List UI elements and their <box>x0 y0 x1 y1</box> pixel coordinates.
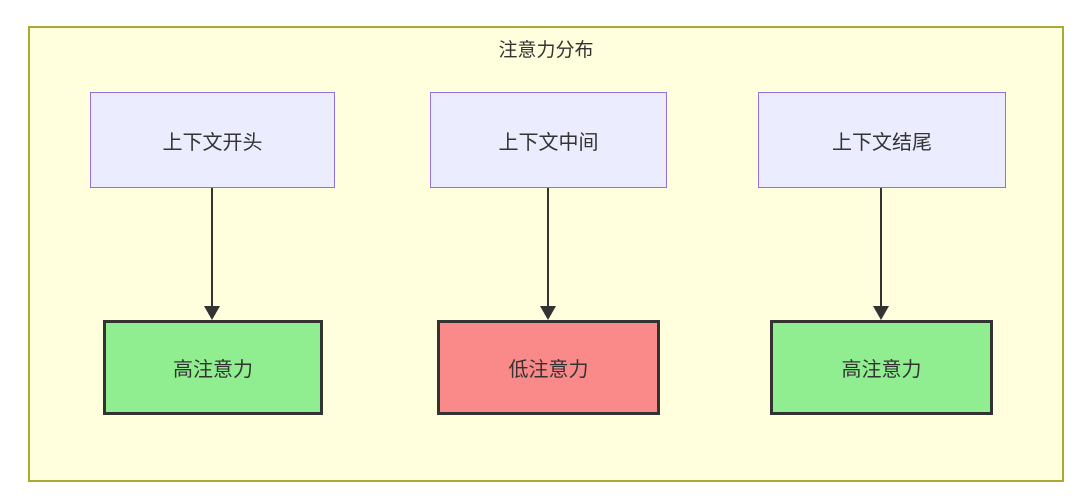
node-context-end: 上下文结尾 <box>758 92 1006 188</box>
arrowhead-middle-to-low <box>540 306 556 320</box>
node-context-start-label: 上下文开头 <box>162 131 263 154</box>
cluster-title: 注意力分布 <box>498 40 594 61</box>
node-high-attention-1: 高注意力 <box>103 320 323 415</box>
node-context-middle: 上下文中间 <box>430 92 667 188</box>
node-high-attention-1-label: 高注意力 <box>173 359 253 381</box>
node-context-end-label: 上下文结尾 <box>832 131 932 154</box>
arrow-start-to-high <box>211 188 213 307</box>
node-context-start: 上下文开头 <box>90 92 335 188</box>
arrowhead-end-to-high <box>873 306 889 320</box>
node-context-middle-label: 上下文中间 <box>498 131 599 154</box>
node-low-attention: 低注意力 <box>437 320 660 415</box>
arrow-middle-to-low <box>547 188 549 307</box>
node-low-attention-label: 低注意力 <box>508 359 589 381</box>
node-high-attention-2: 高注意力 <box>770 320 993 415</box>
arrowhead-start-to-high <box>204 306 220 320</box>
arrow-end-to-high <box>880 188 882 307</box>
node-high-attention-2-label: 高注意力 <box>841 359 922 381</box>
